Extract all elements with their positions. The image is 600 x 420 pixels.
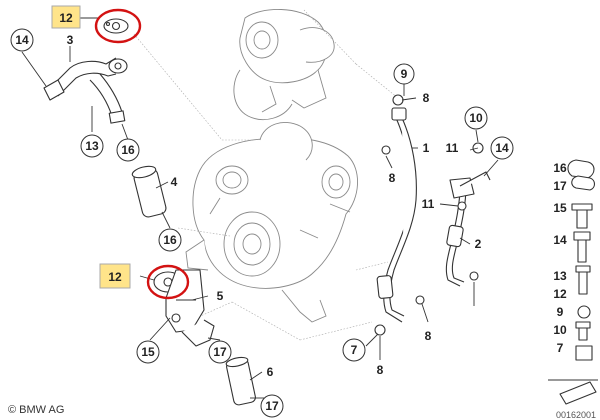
callout-17-upper[interactable]: 17: [208, 340, 232, 364]
callout-8-a[interactable]: 8: [423, 91, 430, 105]
svg-text:1: 1: [423, 141, 430, 155]
svg-text:17: 17: [213, 345, 227, 359]
svg-text:11: 11: [446, 141, 459, 155]
callout-12-top-text: 12: [59, 11, 73, 25]
callout-6[interactable]: 6: [267, 365, 274, 379]
svg-text:8: 8: [425, 329, 432, 343]
callout-8-c[interactable]: 8: [377, 363, 384, 377]
svg-text:17: 17: [265, 399, 279, 413]
hardware-label-14[interactable]: 14: [553, 233, 567, 247]
callout-17-lower[interactable]: 17: [260, 394, 284, 418]
svg-text:10: 10: [553, 323, 567, 337]
svg-text:6: 6: [267, 365, 274, 379]
hardware-label-15[interactable]: 15: [553, 201, 567, 215]
callout-5[interactable]: 5: [217, 289, 224, 303]
svg-text:15: 15: [141, 345, 155, 359]
callout-7[interactable]: 7: [342, 338, 366, 362]
svg-text:16: 16: [163, 233, 177, 247]
leader-lines: [21, 17, 499, 399]
callout-14-left[interactable]: 14: [10, 28, 34, 52]
hardware-label-7[interactable]: 7: [557, 341, 564, 355]
svg-text:4: 4: [171, 175, 178, 189]
callout-11-upper[interactable]: 11: [446, 141, 459, 155]
svg-text:8: 8: [423, 91, 430, 105]
svg-text:7: 7: [557, 341, 564, 355]
callout-14-right[interactable]: 14: [490, 136, 514, 160]
svg-text:14: 14: [553, 233, 567, 247]
lower-oil-line-part-5: [165, 269, 215, 347]
callout-10[interactable]: 10: [464, 106, 488, 130]
hardware-label-13[interactable]: 13: [553, 269, 567, 283]
copyright-text: © BMW AG: [8, 404, 65, 416]
assembly-lines: [133, 9, 399, 341]
callout-16-upper[interactable]: 16: [116, 138, 140, 162]
svg-text:16: 16: [121, 143, 135, 157]
svg-text:17: 17: [553, 179, 567, 193]
callout-9-right[interactable]: 9: [393, 63, 415, 85]
hose-part-4: [131, 165, 167, 218]
callout-8-d[interactable]: 8: [425, 329, 432, 343]
svg-text:15: 15: [553, 201, 567, 215]
callout-16-lower[interactable]: 16: [158, 228, 182, 252]
callout-3[interactable]: 3: [67, 33, 74, 47]
callout-15[interactable]: 15: [136, 340, 160, 364]
svg-text:2: 2: [475, 237, 482, 251]
svg-text:8: 8: [389, 171, 396, 185]
hose-part-6: [225, 356, 256, 406]
callout-12-top[interactable]: 12: [51, 5, 81, 29]
callout-8-b[interactable]: 8: [389, 171, 396, 185]
svg-text:14: 14: [495, 141, 509, 155]
callout-12-mid[interactable]: 12: [99, 263, 131, 289]
highlight-ring-gasket-lower: [146, 264, 190, 300]
svg-text:13: 13: [553, 269, 567, 283]
svg-text:9: 9: [557, 305, 564, 319]
return-line-part-2: [445, 142, 491, 287]
hardware-label-12[interactable]: 12: [553, 287, 567, 301]
svg-text:16: 16: [553, 161, 567, 175]
gasket-upper: [103, 18, 129, 34]
hardware-label-10[interactable]: 10: [553, 323, 567, 337]
callout-11-lower[interactable]: 11: [422, 197, 435, 211]
callout-2[interactable]: 2: [475, 237, 482, 251]
svg-text:7: 7: [351, 343, 358, 357]
svg-text:9: 9: [401, 67, 408, 81]
upper-oil-line: [43, 57, 128, 124]
hardware-column: [548, 159, 598, 405]
svg-text:3: 3: [67, 33, 74, 47]
svg-text:14: 14: [15, 33, 29, 47]
turbocharger-illustration: [185, 9, 358, 323]
callout-12-mid-text: 12: [108, 270, 122, 284]
callout-13[interactable]: 13: [80, 134, 104, 158]
svg-text:8: 8: [377, 363, 384, 377]
svg-text:11: 11: [422, 197, 435, 211]
callout-4[interactable]: 4: [171, 175, 178, 189]
feed-line-part-1: [374, 94, 425, 336]
callout-1[interactable]: 1: [423, 141, 430, 155]
svg-text:12: 12: [553, 287, 567, 301]
hardware-label-17[interactable]: 17: [553, 179, 567, 193]
highlight-ring-gasket-upper: [94, 8, 142, 44]
figure-code: 00162001: [556, 410, 596, 420]
svg-text:10: 10: [469, 111, 483, 125]
svg-text:5: 5: [217, 289, 224, 303]
svg-text:13: 13: [85, 139, 99, 153]
hardware-label-16[interactable]: 16: [553, 161, 567, 175]
hardware-label-9[interactable]: 9: [557, 305, 564, 319]
